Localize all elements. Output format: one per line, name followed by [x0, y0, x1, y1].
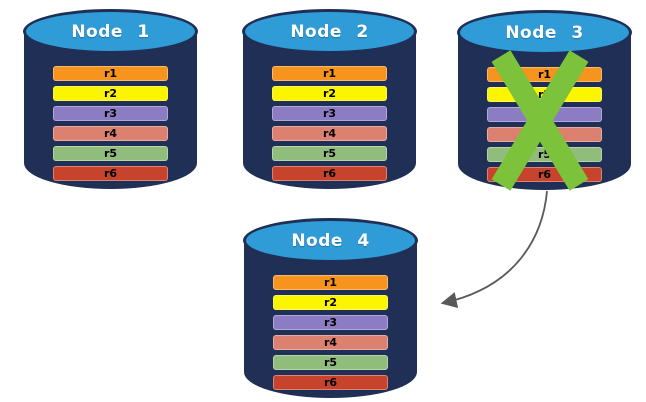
node-2-row-r4: r4 — [272, 126, 387, 141]
node-2-title: Node 2 — [290, 21, 369, 42]
node-3-cylinder-top: Node 3 — [457, 10, 632, 55]
node-2-cylinder-top: Node 2 — [242, 9, 417, 54]
node-3-row-r6: r6 — [487, 167, 602, 182]
node-2-row-r2: r2 — [272, 86, 387, 101]
node-3-row-r5: r5 — [487, 147, 602, 162]
failover-arrow — [440, 190, 548, 308]
node-4-cylinder: Node 4 r1 r2 r3 r4 r5 r6 — [243, 218, 418, 398]
node-3-rows: r1 r2 r3 r4 r5 r6 — [487, 67, 602, 182]
node-1-row-r1: r1 — [53, 66, 168, 81]
node-3-row-r4: r4 — [487, 127, 602, 142]
node-2-cylinder: Node 2 r1 r2 r3 r4 r5 r6 — [242, 9, 417, 189]
node-2-row-r3: r3 — [272, 106, 387, 121]
node-3-row-r2: r2 — [487, 87, 602, 102]
node-3-row-r3: r3 — [487, 107, 602, 122]
node-2-row-r1: r1 — [272, 66, 387, 81]
node-2-rows: r1 r2 r3 r4 r5 r6 — [272, 66, 387, 181]
node-1-row-r2: r2 — [53, 86, 168, 101]
node-2-row-r6: r6 — [272, 166, 387, 181]
node-4-cylinder-top: Node 4 — [243, 218, 418, 263]
node-1-row-r6: r6 — [53, 166, 168, 181]
node-4-title: Node 4 — [291, 230, 370, 251]
node-4-row-r3: r3 — [273, 315, 388, 330]
node-4-row-r5: r5 — [273, 355, 388, 370]
node-1-cylinder: Node 1 r1 r2 r3 r4 r5 r6 — [23, 9, 198, 189]
node-4-row-r6: r6 — [273, 375, 388, 390]
node-1-row-r3: r3 — [53, 106, 168, 121]
node-2-row-r5: r5 — [272, 146, 387, 161]
node-1-row-r5: r5 — [53, 146, 168, 161]
node-4-row-r2: r2 — [273, 295, 388, 310]
node-4-row-r4: r4 — [273, 335, 388, 350]
node-1-title: Node 1 — [71, 21, 150, 42]
node-1-rows: r1 r2 r3 r4 r5 r6 — [53, 66, 168, 181]
node-1-row-r4: r4 — [53, 126, 168, 141]
node-3-title: Node 3 — [505, 22, 584, 43]
node-1-cylinder-top: Node 1 — [23, 9, 198, 54]
node-3-cylinder: Node 3 r1 r2 r3 r4 r5 r6 — [457, 10, 632, 190]
node-4-row-r1: r1 — [273, 275, 388, 290]
node-4-rows: r1 r2 r3 r4 r5 r6 — [273, 275, 388, 390]
node-3-row-r1: r1 — [487, 67, 602, 82]
